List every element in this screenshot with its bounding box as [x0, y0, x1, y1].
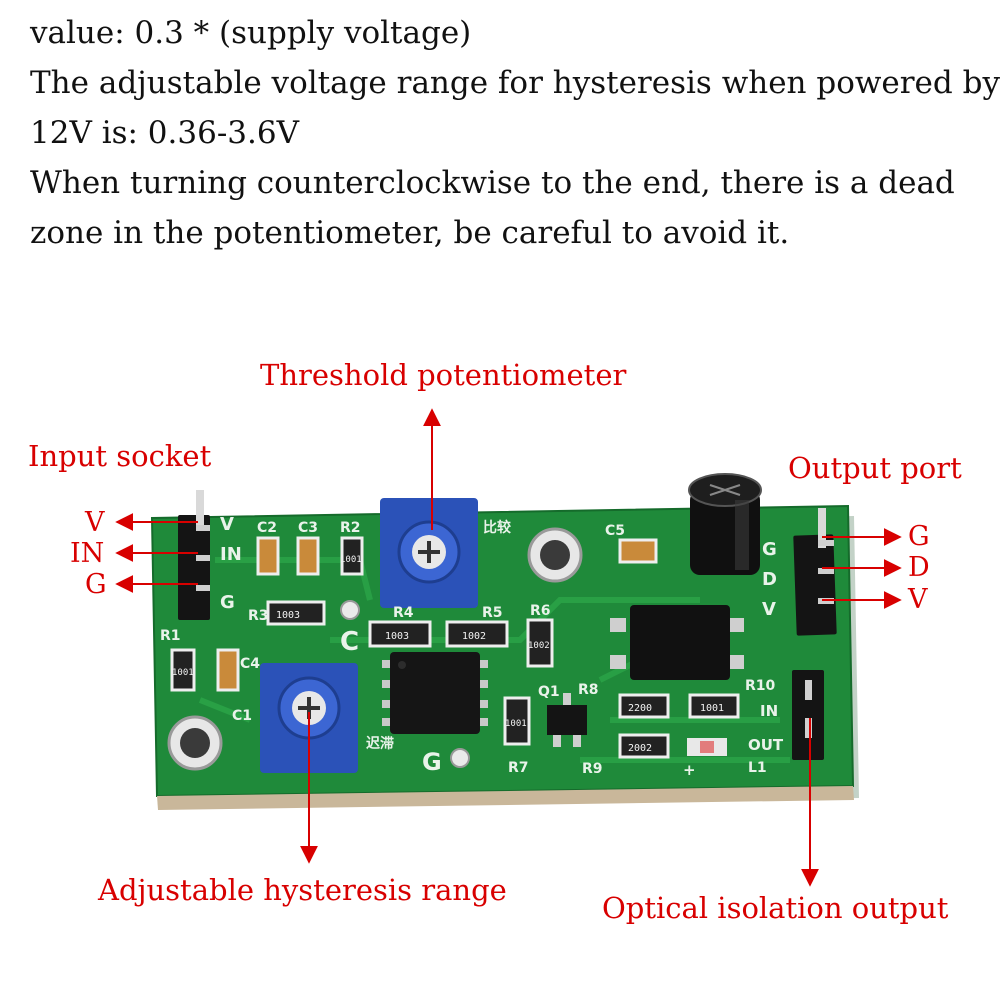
silk-r1: R1 — [160, 628, 181, 644]
transistor-q1 — [547, 693, 587, 747]
silk-c3: C3 — [298, 520, 318, 536]
silk-compare: 比较 — [483, 519, 511, 536]
input-pin-g: G — [85, 569, 107, 600]
silk-r6: R6 — [530, 603, 551, 619]
silk-out-v: V — [762, 599, 776, 620]
silk-out-g: G — [762, 539, 777, 560]
silk-out-right: OUT — [748, 736, 784, 754]
description-line: 12V is: 0.36-3.6V — [30, 115, 299, 151]
silk-r2: R2 — [340, 520, 361, 536]
smd-components — [170, 536, 740, 759]
code-r6: 1002 — [528, 641, 550, 651]
optocoupler-chip — [610, 605, 744, 680]
silk-r8: R8 — [578, 682, 599, 698]
silk-r3: R3 — [248, 608, 269, 624]
silk-c1: C1 — [232, 708, 252, 724]
silk-l1: L1 — [748, 760, 767, 776]
optical-output-label: Optical isolation output — [602, 891, 949, 925]
description-text: value: 0.3 * (supply voltage) The adjust… — [30, 8, 1000, 258]
threshold-potentiometer — [380, 498, 478, 608]
code-r8b: 1001 — [700, 703, 724, 714]
input-pin-in: IN — [70, 538, 105, 569]
code-r4: 1003 — [385, 631, 409, 642]
hysteresis-potentiometer — [260, 663, 358, 773]
optical-output-header — [792, 670, 824, 760]
silk-plus: + — [683, 761, 696, 779]
code-r2: 1001 — [340, 555, 362, 565]
silk-q1: Q1 — [538, 684, 560, 700]
silk-g: G — [422, 748, 442, 776]
description-line: zone in the potentiometer, be careful to… — [30, 215, 790, 251]
silk-r9: R9 — [582, 761, 603, 777]
silk-v-left: V — [220, 514, 234, 535]
hysteresis-label: Adjustable hysteresis range — [98, 873, 507, 907]
silk-r10: R10 — [745, 678, 776, 694]
silk-g-left: G — [220, 592, 235, 613]
silk-c4: C4 — [240, 656, 260, 672]
input-pin-v: V — [85, 507, 105, 538]
silk-hyst: 迟滞 — [366, 735, 394, 752]
component-codes: 1003 1003 1002 1002 1001 1001 2200 1001 … — [172, 555, 724, 754]
code-r9: 2002 — [628, 743, 652, 754]
code-r5: 1002 — [462, 631, 486, 642]
code-r1: 1001 — [172, 668, 194, 678]
description-line: When turning counterclockwise to the end… — [30, 165, 955, 201]
silk-in-right: IN — [760, 702, 778, 720]
silkscreen-labels: C2 C3 R2 R3 R4 R5 R6 C5 R1 C4 C1 Q1 R8 R… — [160, 514, 784, 779]
code-r3: 1003 — [276, 610, 300, 621]
output-port-label: Output port — [788, 451, 962, 485]
silk-c5: C5 — [605, 523, 625, 539]
output-pin-v: V — [908, 584, 928, 615]
electrolytic-capacitor — [688, 473, 762, 575]
input-header — [178, 490, 210, 620]
input-socket-label: Input socket — [28, 439, 212, 473]
threshold-label: Threshold potentiometer — [260, 358, 627, 392]
silk-r7: R7 — [508, 760, 529, 776]
callout-arrows — [115, 408, 902, 887]
output-pin-d: D — [908, 552, 930, 583]
code-r7: 1001 — [505, 719, 527, 729]
output-pin-g: G — [908, 521, 930, 552]
silk-in-left: IN — [220, 544, 242, 565]
silk-out-d: D — [762, 569, 777, 590]
silk-r5: R5 — [482, 605, 503, 621]
description-line: value: 0.3 * (supply voltage) — [30, 15, 472, 51]
silk-c2: C2 — [257, 520, 277, 536]
silk-r4: R4 — [393, 605, 414, 621]
code-r8a: 2200 — [628, 703, 652, 714]
silk-c: C — [340, 627, 359, 657]
op-amp-chip — [382, 652, 488, 734]
description-line: The adjustable voltage range for hystere… — [30, 65, 1000, 101]
